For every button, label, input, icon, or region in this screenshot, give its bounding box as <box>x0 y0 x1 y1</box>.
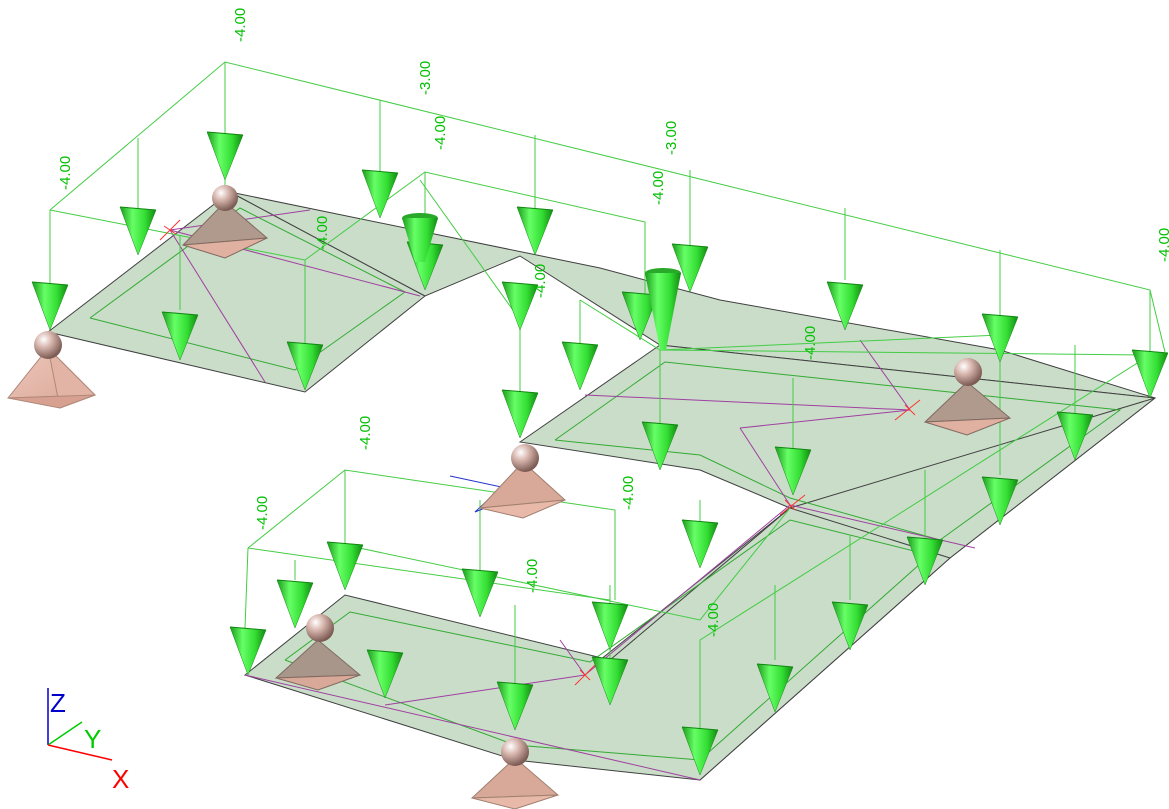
load-arrow-cone[interactable] <box>366 649 404 699</box>
load-arrow-cone[interactable] <box>276 579 314 629</box>
load-arrow-cone[interactable] <box>681 519 719 569</box>
load-arrow-cone[interactable] <box>501 389 539 439</box>
load-arrow-cone[interactable] <box>229 626 267 676</box>
slab-plate-bottom[interactable] <box>243 507 951 781</box>
load-label: -4.00 <box>650 171 667 205</box>
load-arrow-cone[interactable] <box>774 446 812 496</box>
load-label: -3.00 <box>417 61 434 95</box>
load-arrow-cone[interactable] <box>516 206 554 256</box>
load-arrow-cone[interactable] <box>361 169 399 219</box>
point-load-2[interactable] <box>645 268 681 350</box>
load-label: -4.00 <box>357 416 374 450</box>
load-arrow-cone[interactable] <box>981 313 1019 363</box>
load-label: -4.00 <box>314 216 331 250</box>
load-label: -4.00 <box>802 326 819 360</box>
load-label: -4.00 <box>524 559 541 593</box>
z-axis-label: Z <box>50 688 66 718</box>
load-label: -4.00 <box>532 264 549 298</box>
load-label: -4.00 <box>232 8 249 42</box>
support-3[interactable] <box>478 444 567 519</box>
load-label: -4.00 <box>254 496 271 530</box>
support-4[interactable] <box>923 358 1012 436</box>
load-arrow-cone[interactable] <box>326 541 364 591</box>
load-arrow-cone[interactable] <box>756 663 794 713</box>
load-arrow-cone[interactable] <box>591 601 629 651</box>
load-value-labels: -4.00 -3.00 -4.00 -3.00 -4.00 -4.00 -4.0… <box>57 8 1169 637</box>
load-arrow-cone[interactable] <box>286 341 324 391</box>
load-arrow-cone[interactable] <box>1131 349 1169 399</box>
load-label: -4.00 <box>432 116 449 150</box>
load-arrow-cone[interactable] <box>681 726 719 776</box>
load-arrow-cone[interactable] <box>1056 411 1094 461</box>
support-6[interactable] <box>470 738 560 809</box>
coordinate-axes-indicator: Z Y X <box>47 688 129 794</box>
node-markers <box>159 219 921 686</box>
load-label: -4.00 <box>57 156 74 190</box>
load-arrow-cone[interactable] <box>671 243 709 293</box>
load-label: -4.00 <box>705 603 722 637</box>
load-arrow-cone[interactable] <box>461 568 499 618</box>
yield-lines <box>169 209 976 781</box>
y-axis-label: Y <box>84 724 101 754</box>
load-arrow-cone[interactable] <box>906 536 944 586</box>
load-arrow-cone[interactable] <box>501 281 539 331</box>
load-arrow-cone[interactable] <box>831 601 869 651</box>
load-arrow-cone[interactable] <box>641 421 679 471</box>
supports[interactable] <box>6 185 1012 809</box>
load-arrow-cone[interactable] <box>826 281 864 331</box>
load-label: -4.00 <box>1156 228 1169 262</box>
load-arrows[interactable] <box>31 131 1169 776</box>
load-arrow-cone[interactable] <box>161 311 199 361</box>
load-arrow-cone[interactable] <box>561 341 599 391</box>
load-arrow-cone[interactable] <box>206 131 244 181</box>
load-arrow-cone[interactable] <box>31 281 69 331</box>
support-1[interactable] <box>6 331 97 409</box>
load-label: -4.00 <box>620 476 637 510</box>
load-arrow-cone[interactable] <box>496 681 534 731</box>
x-axis-label: X <box>112 764 129 794</box>
support-5[interactable] <box>274 614 362 691</box>
support-2[interactable] <box>181 185 269 259</box>
load-arrow-cone[interactable] <box>981 476 1019 526</box>
load-label: -3.00 <box>663 121 680 155</box>
point-load-1[interactable] <box>402 213 438 262</box>
load-arrow-cone[interactable] <box>591 656 629 706</box>
load-arrow-cone[interactable] <box>119 206 157 256</box>
